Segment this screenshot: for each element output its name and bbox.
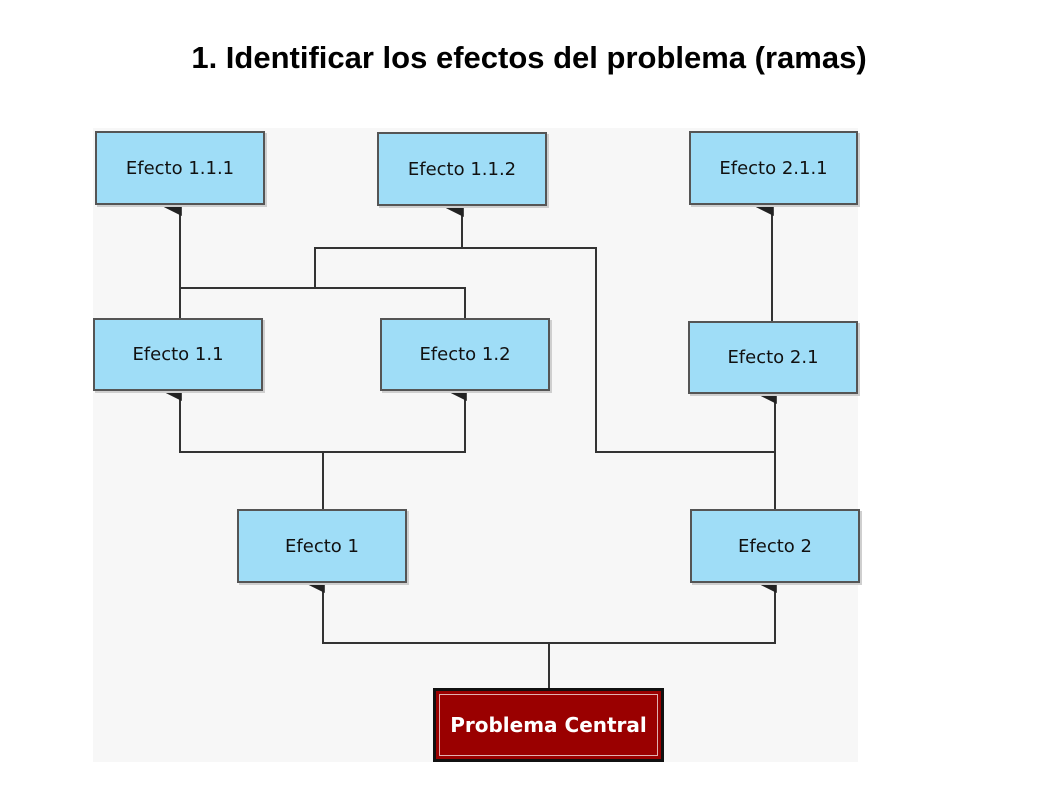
- connector-e1-to-e12: [323, 383, 467, 453]
- node-label: Efecto 1.1.2: [407, 158, 517, 180]
- connector-e1-to-e11: [163, 383, 324, 509]
- node-label: Efecto 2: [738, 535, 812, 557]
- diagram-background: [93, 128, 858, 762]
- node-label: Efecto 2.1: [727, 347, 819, 368]
- connector-e11-e12-join: [180, 287, 466, 318]
- node-label: Efecto 1.1.1: [125, 157, 235, 179]
- node-label: Problema Central: [450, 713, 647, 737]
- node-efecto-1-1: Efecto 1.1: [93, 318, 263, 391]
- node-label: Efecto 1: [285, 535, 359, 557]
- connector-join-to-e112: [314, 247, 462, 288]
- node-efecto-2-1: Efecto 2.1: [688, 321, 858, 394]
- node-label: Efecto 1.1: [132, 344, 224, 365]
- page-title: 1. Identificar los efectos del problema …: [191, 40, 867, 75]
- node-efecto-1-2: Efecto 1.2: [380, 318, 550, 391]
- connector-central-to-e1: [306, 575, 550, 688]
- node-efecto-1-1-1: Efecto 1.1.1: [95, 131, 265, 205]
- node-efecto-2-1-1: Efecto 2.1.1: [689, 131, 858, 205]
- node-efecto-1: Efecto 1: [237, 509, 407, 583]
- node-efecto-1-1-2: Efecto 1.1.2: [377, 132, 547, 206]
- connector-central-to-e2: [549, 575, 777, 644]
- node-problema-central: Problema Central: [433, 688, 664, 762]
- node-label: Efecto 1.2: [419, 344, 511, 365]
- connector-e2-to-e112: [445, 199, 775, 453]
- node-efecto-2: Efecto 2: [690, 509, 860, 583]
- node-label: Efecto 2.1.1: [719, 157, 828, 179]
